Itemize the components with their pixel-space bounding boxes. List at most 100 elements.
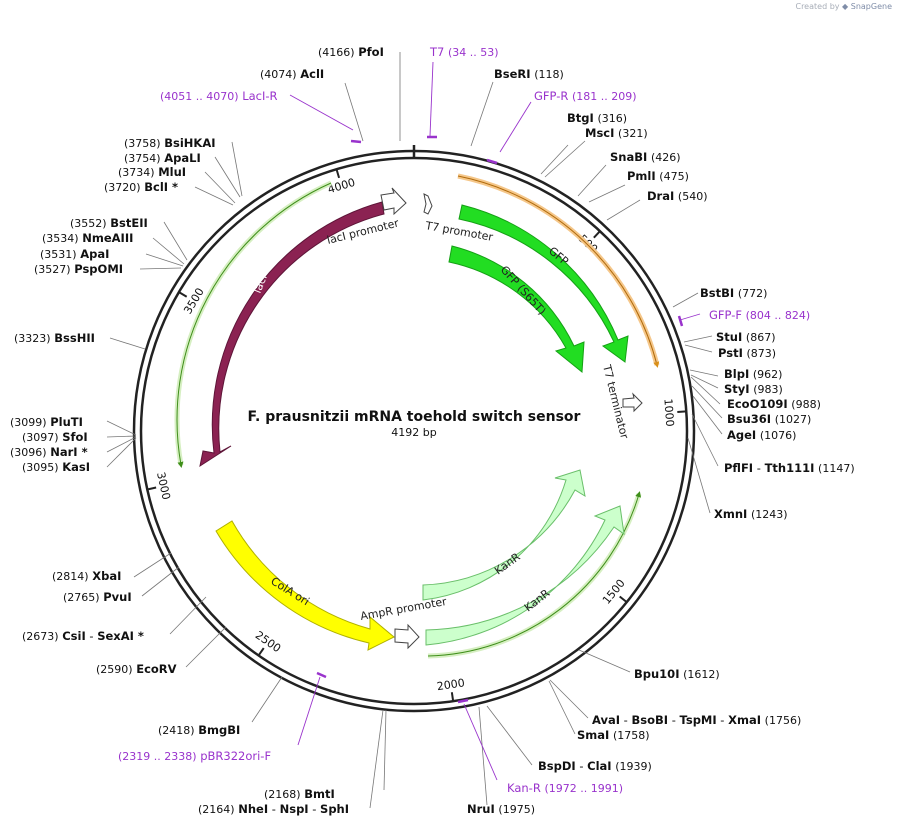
primer-name[interactable]: T7 xyxy=(429,45,444,59)
feature-laci[interactable] xyxy=(199,201,385,468)
site-name[interactable]: BlpI xyxy=(724,367,749,381)
site-name[interactable]: StyI xyxy=(724,382,750,396)
site-name[interactable]: BclI * xyxy=(144,180,178,194)
site-name[interactable]: ApaI xyxy=(80,247,109,261)
site-name[interactable]: XbaI xyxy=(92,569,121,583)
primer-name[interactable]: LacI-R xyxy=(242,89,277,103)
site-name[interactable]: BspDI xyxy=(538,759,576,773)
feature-t7-promoter[interactable] xyxy=(423,193,433,215)
svg-text:(3758) BsiHKAI: (3758) BsiHKAI xyxy=(124,136,216,150)
site-pos: (3527) xyxy=(34,263,71,276)
svg-text:(2168) BmtI: (2168) BmtI xyxy=(264,787,335,801)
svg-text:(2164) NheI - NspI - SphI: (2164) NheI - NspI - SphI xyxy=(198,802,349,816)
svg-text:BstBI (772): BstBI (772) xyxy=(700,286,767,300)
site-name[interactable]: SfoI xyxy=(62,430,87,444)
site-name[interactable]: StuI xyxy=(716,330,742,344)
site-name[interactable]: BsiHKAI xyxy=(164,136,215,150)
site-name[interactable]: EcoO109I xyxy=(727,397,788,411)
site-name[interactable]: PflFI xyxy=(724,461,753,475)
primer-name[interactable]: Kan-R xyxy=(507,781,541,795)
svg-text:(2814) XbaI: (2814) XbaI xyxy=(52,569,121,583)
primer-name[interactable]: pBR322ori-F xyxy=(200,749,271,763)
feature-cola-ori[interactable] xyxy=(215,520,395,651)
site-pos: (118) xyxy=(534,68,564,81)
site-name[interactable]: NheI xyxy=(238,802,268,816)
site-name[interactable]: TspMI xyxy=(680,713,717,727)
svg-text:(3534) NmeAIII: (3534) NmeAIII xyxy=(42,231,133,245)
primer-name[interactable]: GFP-F xyxy=(709,308,742,322)
site-name[interactable]: BstBI xyxy=(700,286,734,300)
ampr-promoter-label: AmpR promoter xyxy=(359,595,448,623)
site-name[interactable]: DraI xyxy=(647,189,674,203)
site-name[interactable]: PmlI xyxy=(627,169,656,183)
site-name[interactable]: PfoI xyxy=(358,45,384,59)
site-name[interactable]: BseRI xyxy=(494,67,531,81)
kanr-highlight-arrow xyxy=(427,491,642,657)
feature-kanr-2[interactable] xyxy=(425,505,625,646)
site-pos: (1027) xyxy=(775,413,812,426)
svg-text:(2765) PvuI: (2765) PvuI xyxy=(63,590,132,604)
watermark-brand: SnapGene xyxy=(850,2,892,11)
feature-ampr-promoter[interactable] xyxy=(394,623,420,650)
site-name[interactable]: MluI xyxy=(158,165,186,179)
site-name[interactable]: NmeAIII xyxy=(82,231,133,245)
svg-text:(3552) BstEII: (3552) BstEII xyxy=(70,216,148,230)
site-name[interactable]: PluTI xyxy=(50,415,83,429)
site-name[interactable]: XmaI xyxy=(728,713,761,727)
site-pos: (3095) xyxy=(22,461,59,474)
site-name[interactable]: KasI xyxy=(62,460,90,474)
site-name[interactable]: ClaI xyxy=(587,759,611,773)
site-name[interactable]: NspI xyxy=(280,802,309,816)
site-name[interactable]: BmgBI xyxy=(198,723,240,737)
ruler-tick xyxy=(450,692,455,702)
site-name[interactable]: CsiI xyxy=(62,629,86,643)
site-name[interactable]: BtgI xyxy=(567,111,594,125)
svg-text:BtgI (316): BtgI (316) xyxy=(567,111,627,125)
site-name[interactable]: BstEII xyxy=(110,216,148,230)
site-name[interactable]: MscI xyxy=(585,126,614,140)
site-name[interactable]: ApaLI xyxy=(164,151,201,165)
site-name[interactable]: NruI xyxy=(467,802,495,816)
site-name[interactable]: PspOMI xyxy=(74,262,123,276)
primer-leaders xyxy=(289,61,701,781)
feature-laci-promoter[interactable] xyxy=(380,187,407,216)
site-name[interactable]: NarI * xyxy=(50,445,87,459)
feature-kanr-1[interactable] xyxy=(422,469,586,601)
site-pos: (3097) xyxy=(22,431,59,444)
site-name[interactable]: Tth111I xyxy=(765,461,815,475)
primer-sites xyxy=(316,135,684,704)
feature-gfp-s65t[interactable] xyxy=(448,245,585,373)
site-name[interactable]: PstI xyxy=(718,346,743,360)
site-name[interactable]: Bsu36I xyxy=(727,412,771,426)
primer-gfp-f xyxy=(677,315,684,327)
site-name[interactable]: BmtI xyxy=(304,787,335,801)
site-name[interactable]: SphI xyxy=(320,802,349,816)
site-name[interactable]: PvuI xyxy=(103,590,131,604)
site-name[interactable]: AgeI xyxy=(727,428,756,442)
site-pos: (2418) xyxy=(158,724,195,737)
primer-name[interactable]: GFP-R xyxy=(534,89,568,103)
svg-text:DraI (540): DraI (540) xyxy=(647,189,708,203)
site-pos: (873) xyxy=(747,347,777,360)
site-name[interactable]: BsoBI xyxy=(632,713,669,727)
site-pos: (3531) xyxy=(40,248,77,261)
feature-t7-terminator[interactable] xyxy=(622,392,643,413)
site-name[interactable]: BssHII xyxy=(54,331,95,345)
site-pos: (983) xyxy=(753,383,783,396)
site-name[interactable]: SmaI xyxy=(577,728,609,742)
site-name[interactable]: SexAI * xyxy=(97,629,144,643)
svg-text:PmlI (475): PmlI (475) xyxy=(627,169,689,183)
site-name[interactable]: Bpu10I xyxy=(634,667,679,681)
primer-range: (4051 .. 4070) xyxy=(160,90,239,103)
ruler-tick xyxy=(335,168,341,179)
site-name[interactable]: AclI xyxy=(300,67,324,81)
site-name[interactable]: EcoRV xyxy=(136,662,176,676)
site-pos: (3758) xyxy=(124,137,161,150)
site-name[interactable]: SnaBI xyxy=(610,150,647,164)
feature-gfp[interactable] xyxy=(458,204,629,363)
site-name[interactable]: AvaI xyxy=(592,713,620,727)
svg-text:StyI (983): StyI (983) xyxy=(724,382,783,396)
svg-text:Bsu36I (1027): Bsu36I (1027) xyxy=(727,412,811,426)
laci-highlight-arrow xyxy=(176,182,332,468)
site-name[interactable]: XmnI xyxy=(714,507,747,521)
